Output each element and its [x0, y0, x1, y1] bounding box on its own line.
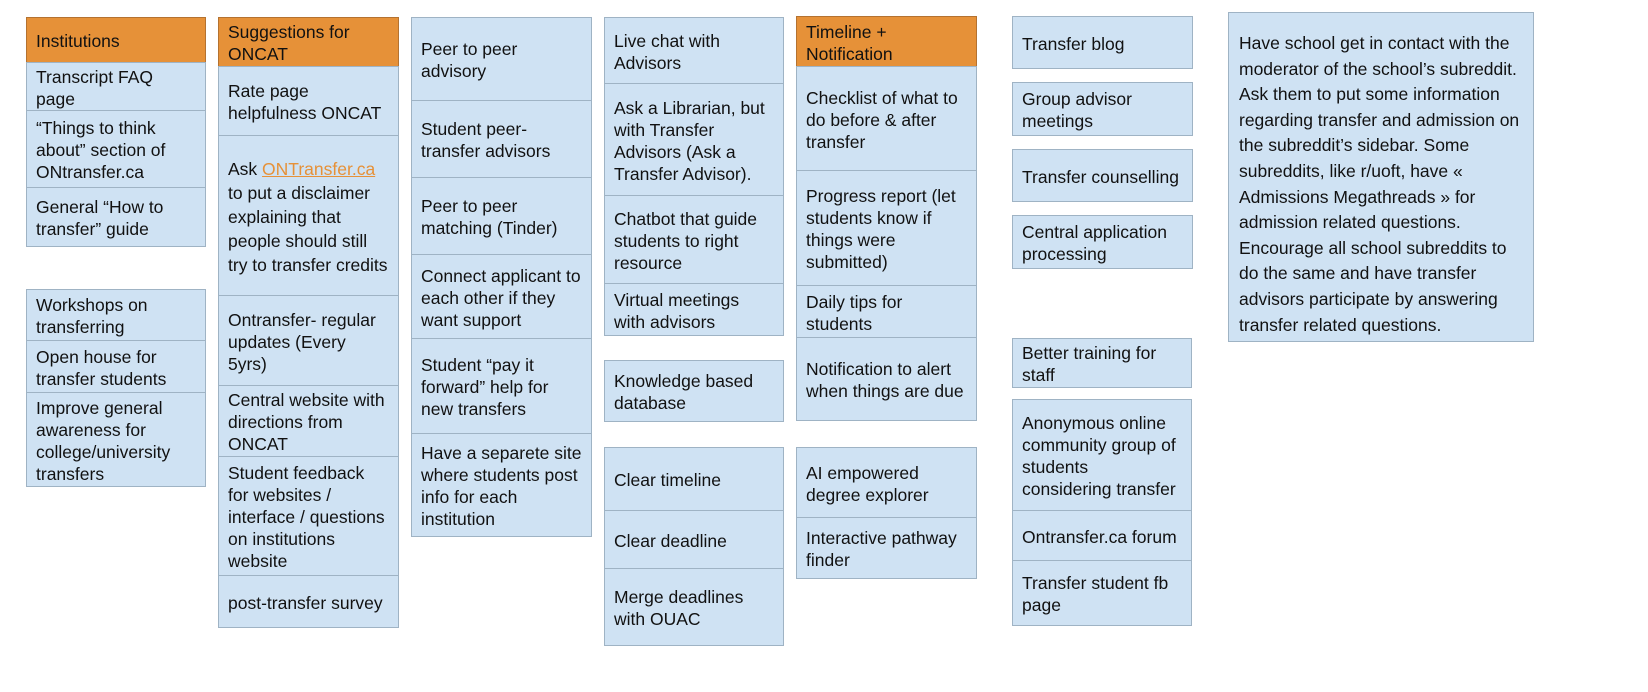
card-forum: Ontransfer.ca forum: [1012, 510, 1192, 561]
training-stack: Better training for staff: [1012, 338, 1192, 388]
card-central-application: Central application processing: [1012, 215, 1193, 269]
card-notification: Notification to alert when things are du…: [796, 337, 977, 421]
card-knowledge-db: Knowledge based database: [604, 360, 784, 422]
timeline-stack: Timeline + Notification Checklist of wha…: [796, 16, 977, 421]
card-clear-timeline: Clear timeline: [604, 447, 784, 511]
card-open-house: Open house for transfer students: [26, 340, 206, 393]
card-connect-applicant: Connect applicant to each other if they …: [411, 254, 592, 339]
card-clear-deadline: Clear deadline: [604, 510, 784, 569]
subreddit-note: Have school get in contact with the mode…: [1228, 12, 1534, 342]
blog-stack: Transfer blog: [1012, 16, 1193, 69]
group-stack: Group advisor meetings: [1012, 82, 1193, 136]
card-peer-matching: Peer to peer matching (Tinder): [411, 177, 592, 255]
card-chatbot: Chatbot that guide students to right res…: [604, 195, 784, 284]
card-peer-advisory: Peer to peer advisory: [411, 17, 592, 101]
outreach-stack: Workshops on transferring Open house for…: [26, 289, 206, 487]
card-transfer-blog: Transfer blog: [1012, 16, 1193, 69]
advisor-stack: Live chat with Advisors Ask a Librarian,…: [604, 17, 784, 336]
institutions-header: Institutions: [26, 17, 206, 63]
card-virtual-meetings: Virtual meetings with advisors: [604, 283, 784, 336]
oncat-stack: Suggestions for ONCAT Rate page helpfuln…: [218, 17, 399, 628]
card-transcript-faq: Transcript FAQ page: [26, 62, 206, 111]
knowledge-stack: Knowledge based database: [604, 360, 784, 422]
institutions-stack: Institutions Transcript FAQ page “Things…: [26, 17, 206, 247]
card-live-chat: Live chat with Advisors: [604, 17, 784, 84]
card-regular-updates: Ontransfer- regular updates (Every 5yrs): [218, 295, 399, 386]
deadline-stack: Clear timeline Clear deadline Merge dead…: [604, 447, 784, 646]
peer-stack: Peer to peer advisory Student peer-trans…: [411, 17, 592, 537]
community-stack: Anonymous online community group of stud…: [1012, 399, 1192, 626]
card-group-advisor: Group advisor meetings: [1012, 82, 1193, 136]
card-ask-ontransfer: Ask ONTransfer.ca to put a disclaimer ex…: [218, 135, 399, 296]
card-student-feedback: Student feedback for websites / interfac…: [218, 456, 399, 576]
card-central-website: Central website with directions from ONC…: [218, 385, 399, 457]
card-checklist: Checklist of what to do before & after t…: [796, 66, 977, 171]
card-how-to-guide: General “How to transfer” guide: [26, 187, 206, 247]
card-fb-page: Transfer student fb page: [1012, 560, 1192, 626]
card-rate-page: Rate page helpfulness ONCAT: [218, 66, 399, 136]
card-ask-librarian: Ask a Librarian, but with Transfer Advis…: [604, 83, 784, 196]
card-awareness: Improve general awareness for college/un…: [26, 392, 206, 487]
ask-ontransfer-text: Ask ONTransfer.ca to put a disclaimer ex…: [228, 157, 389, 277]
card-pathway-finder: Interactive pathway finder: [796, 517, 977, 579]
card-things-to-think: “Things to think about” section of ONtra…: [26, 110, 206, 188]
explorer-stack: AI empowered degree explorer Interactive…: [796, 447, 977, 579]
counselling-stack: Transfer counselling: [1012, 149, 1193, 202]
card-ai-explorer: AI empowered degree explorer: [796, 447, 977, 518]
ask-suffix: to put a disclaimer explaining that peop…: [228, 182, 388, 275]
ask-prefix: Ask: [228, 158, 263, 179]
card-pay-forward: Student “pay it forward” help for new tr…: [411, 338, 592, 434]
card-better-training: Better training for staff: [1012, 338, 1192, 388]
ontransfer-link[interactable]: ONTransfer.ca: [262, 158, 376, 179]
card-anon-community: Anonymous online community group of stud…: [1012, 399, 1192, 511]
card-workshops: Workshops on transferring: [26, 289, 206, 341]
card-merge-deadlines: Merge deadlines with OUAC: [604, 568, 784, 646]
card-post-transfer-survey: post-transfer survey: [218, 575, 399, 628]
oncat-header: Suggestions for ONCAT: [218, 17, 399, 67]
timeline-header: Timeline + Notification: [796, 16, 977, 67]
central-application-stack: Central application processing: [1012, 215, 1193, 269]
card-separate-site: Have a separete site where students post…: [411, 433, 592, 537]
card-progress-report: Progress report (let students know if th…: [796, 170, 977, 286]
card-peer-advisors: Student peer-transfer advisors: [411, 100, 592, 178]
card-daily-tips: Daily tips for students: [796, 285, 977, 338]
card-transfer-counselling: Transfer counselling: [1012, 149, 1193, 202]
